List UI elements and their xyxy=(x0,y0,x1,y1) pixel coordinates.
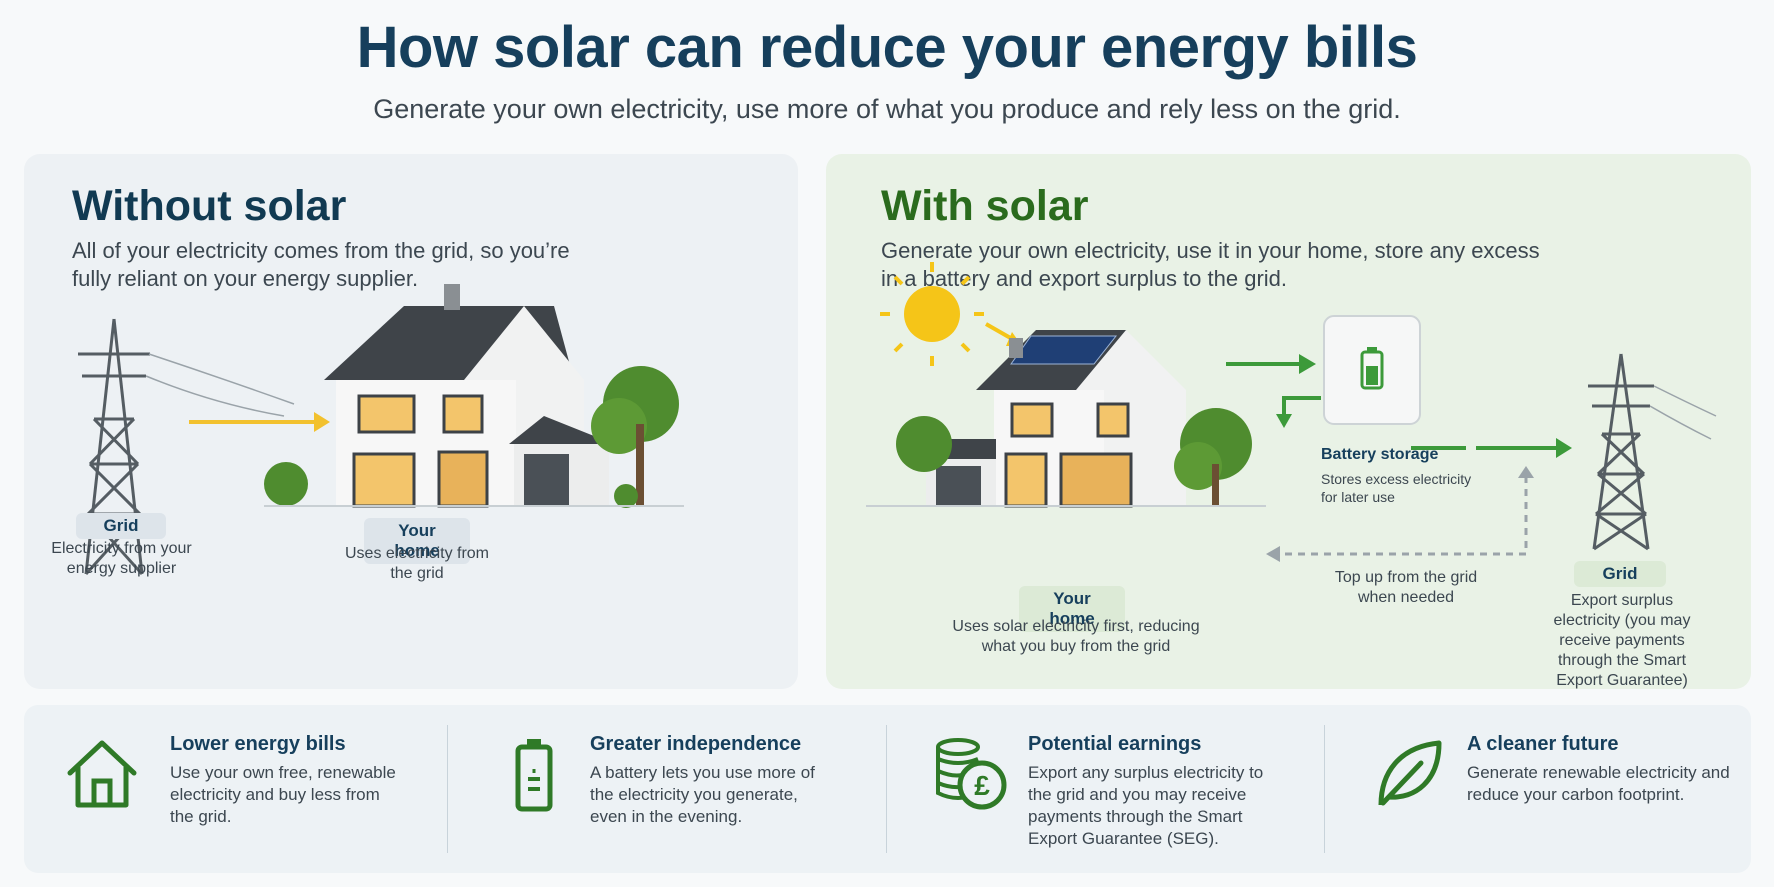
with-solar-description: Generate your own electricity, use it in… xyxy=(881,238,1540,291)
without-solar-description: All of your electricity comes from the g… xyxy=(72,238,570,291)
battery-icon xyxy=(515,739,553,812)
benefit-text: Generate renewable electricity and reduc… xyxy=(1467,763,1730,804)
benefit-title: A cleaner future xyxy=(1467,733,1619,755)
home-label: Your home xyxy=(1019,586,1125,632)
page-subtitle: Generate your own electricity, use more … xyxy=(373,94,1401,124)
benefit-item: Lower energy bills Use your own free, re… xyxy=(62,705,396,873)
leaf-icon xyxy=(1378,740,1442,806)
without-solar-title: Without solar xyxy=(72,182,347,230)
with-solar-panel: With solar Generate your own electricity… xyxy=(826,154,1751,689)
benefits-strip: Lower energy bills Use your own free, re… xyxy=(24,705,1751,873)
divider xyxy=(1324,725,1325,853)
with-solar-illustration xyxy=(866,262,1717,562)
grid-text: Export surplus electricity (you may rece… xyxy=(1553,592,1691,689)
without-solar-illustration xyxy=(78,284,684,576)
divider xyxy=(886,725,887,853)
house-illustration xyxy=(264,284,684,508)
benefit-title: Lower energy bills xyxy=(170,733,346,755)
coins-pound-icon: £ xyxy=(936,738,1007,810)
home-text: Uses electricity from the grid xyxy=(344,545,490,582)
svg-text:£: £ xyxy=(974,770,990,801)
topup-text: Top up from the grid when needed xyxy=(1334,569,1478,606)
pylon-icon xyxy=(1588,353,1654,551)
solar-house-illustration xyxy=(866,330,1266,508)
benefit-text: Export any surplus electricity to the gr… xyxy=(1028,763,1264,848)
grid-topup-arrow xyxy=(1278,476,1528,556)
with-solar-title: With solar xyxy=(881,182,1089,230)
grid-to-home-arrow xyxy=(189,412,330,432)
page-title: How solar can reduce your energy bills xyxy=(356,15,1418,80)
benefit-title: Potential earnings xyxy=(1028,733,1202,755)
benefit-title: Greater independence xyxy=(590,733,802,755)
home-label: Your home xyxy=(364,518,470,564)
without-solar-panel: Without solar All of your electricity co… xyxy=(24,154,798,689)
battery-storage-label: Battery storage xyxy=(1321,446,1439,463)
benefit-text: Use your own free, renewable electricity… xyxy=(170,763,396,826)
battery-storage-text: Stores excess electricity for later use xyxy=(1321,471,1472,505)
benefit-item: Greater independence A battery lets you … xyxy=(494,705,824,873)
divider xyxy=(447,725,448,853)
export-to-grid-arrow xyxy=(1411,438,1572,458)
solar-to-battery-arrow xyxy=(1226,354,1316,374)
benefit-text: A battery lets you use more of the elect… xyxy=(590,763,815,826)
house-icon xyxy=(67,740,137,808)
battery-unit-illustration xyxy=(1323,315,1421,425)
battery-to-home-arrow xyxy=(1276,396,1321,428)
grid-label: Grid xyxy=(76,513,166,539)
grid-text: Electricity from your energy supplier xyxy=(51,540,192,577)
benefit-item: £ Potential earnings Export any surplus … xyxy=(932,705,1312,873)
sun-icon xyxy=(880,262,1022,366)
grid-label: Grid xyxy=(1574,561,1666,587)
home-text: Uses solar electricity first, reducing w… xyxy=(952,618,1200,655)
benefit-item: A cleaner future Generate renewable elec… xyxy=(1369,705,1739,873)
